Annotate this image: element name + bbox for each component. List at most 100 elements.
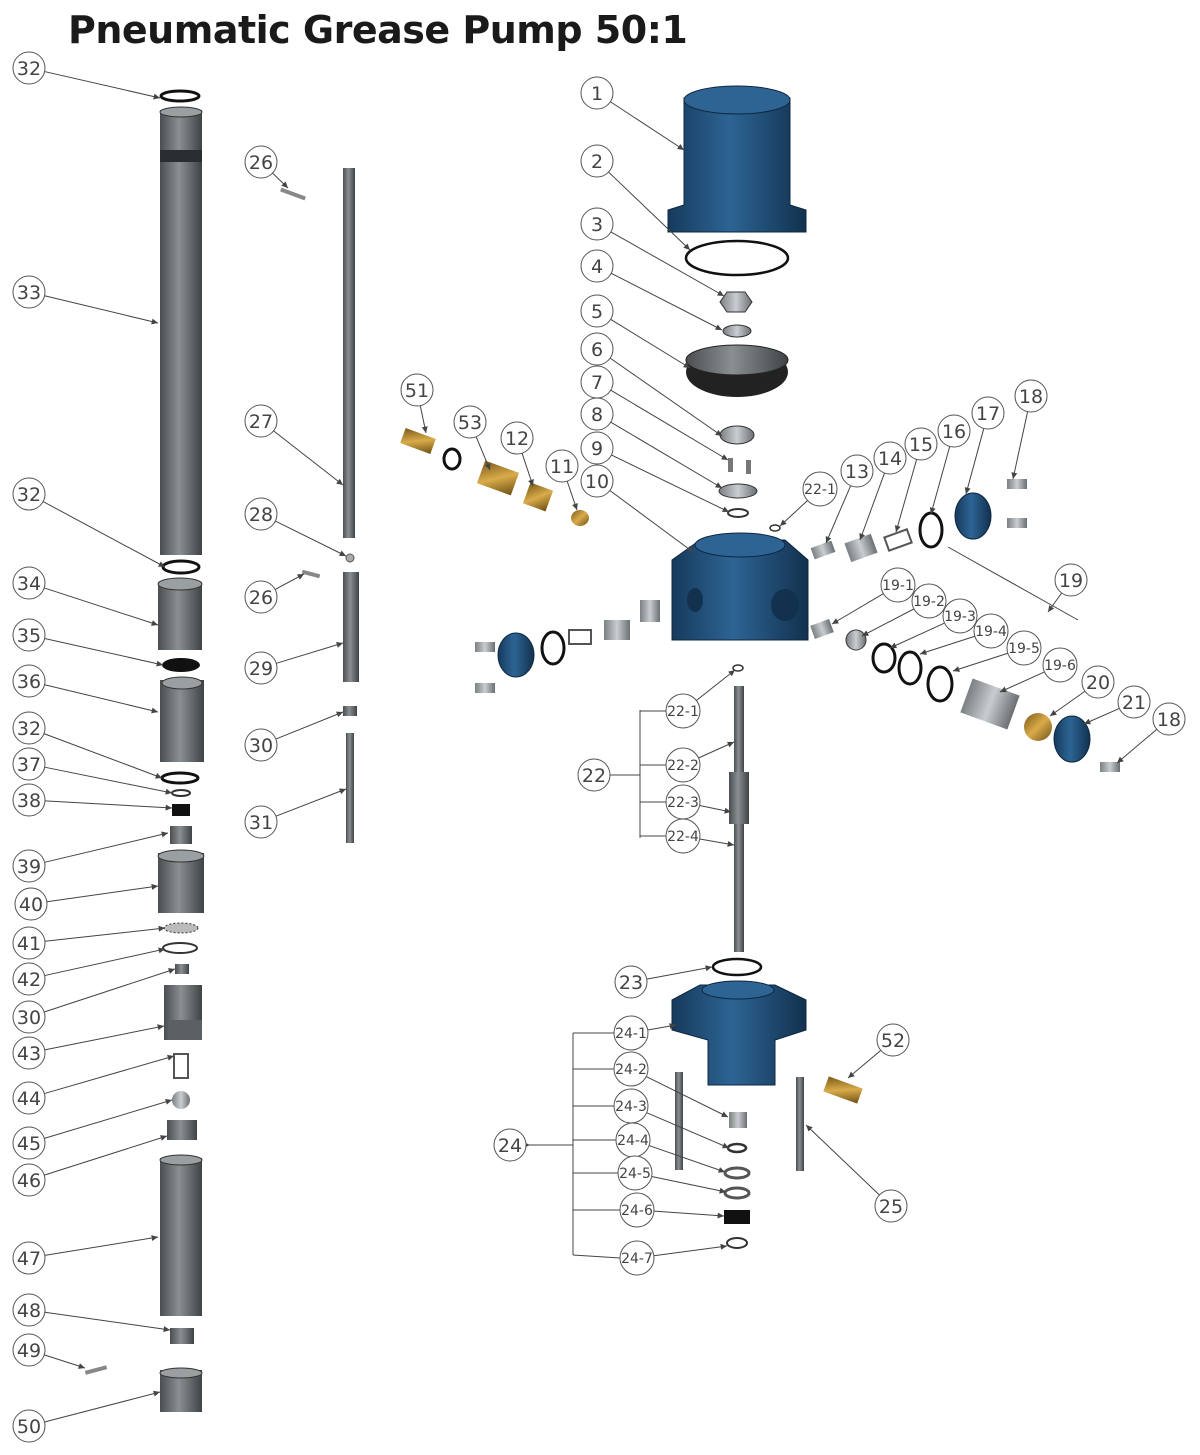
poppet-left [640,600,660,622]
callout-circle-4 [580,249,614,283]
callout-label-50: 50 [17,1416,41,1438]
leader-line [273,430,344,486]
callout-label-27: 27 [249,411,273,433]
callout-circle-19-3 [942,598,978,634]
leader-line [930,446,951,515]
pin-26-top [280,187,306,201]
callout-circle-27 [244,404,278,438]
leader-line [825,485,852,544]
callout-label-36: 36 [17,671,41,693]
callout-label-19-4: 19-4 [975,624,1007,640]
callout-label-46: 46 [17,1170,41,1192]
callout-circle-30 [244,728,278,762]
callout-circle-10 [580,464,614,498]
leader-line [276,642,344,664]
callout-circle-28 [244,497,278,531]
callout-circle-15 [904,427,938,461]
leader-arrowhead [677,144,684,150]
leader-arrowhead [1084,718,1091,725]
callout-circle-49 [12,1333,46,1367]
callout-label-14: 14 [878,448,902,470]
middle-column-parts [280,168,359,843]
leader-arrowhead [1000,686,1007,693]
leader-line [805,1124,880,1196]
leader-arrowhead [728,670,735,677]
callout-circle-26 [244,145,278,179]
leader-line [610,421,723,489]
fitting-51 [400,428,436,454]
leader-arrowhead [336,641,343,648]
callout-circle-32 [12,51,46,85]
callout-label-49: 49 [17,1340,41,1362]
ball-45 [172,1091,190,1109]
leader-arrowhead [168,968,175,974]
part-39 [170,826,192,844]
callout-label-19-5: 19-5 [1008,641,1040,657]
cartridge-19-6 [960,678,1020,730]
leader-line [44,927,166,942]
callout-circle-40 [14,887,48,921]
pin-26-low [301,569,321,579]
callout-label-6: 6 [591,339,603,361]
callout-label-24-5: 24-5 [619,1166,651,1182]
callout-circle-8 [580,397,614,431]
page-title: Pneumatic Grease Pump 50:1 [68,8,688,52]
leader-arrowhead [953,666,960,672]
screw-7a [728,458,733,472]
callout-label-19-1: 19-1 [882,578,914,594]
callout-label-24-4: 24-4 [617,1133,649,1149]
leader-arrowhead [160,1135,167,1141]
leader-line [275,788,347,817]
callout-circle-5 [580,294,614,328]
leader-line [611,272,723,331]
ring-9 [727,508,749,518]
callout-label-24-2: 24-2 [615,1062,647,1078]
callout-layer: 3233323435363237383940414230434445464748… [12,51,1186,1443]
part-13 [810,540,836,560]
fitting-53 [476,460,520,496]
callout-circle-1 [580,76,614,110]
disc-11 [571,510,589,526]
leader-arrowhead [421,426,428,433]
seal-38 [172,804,190,816]
leader-arrowhead [722,1142,729,1149]
leader-arrowhead [705,965,712,972]
disc-20 [1024,713,1052,741]
callout-circle-33 [12,275,46,309]
sleeve-22-3 [729,772,749,824]
leader-arrowhead [158,925,165,932]
callout-label-12: 12 [505,428,529,450]
plug-48 [170,1328,194,1344]
callout-circle-17 [971,396,1005,430]
o-ring-32-low [160,771,200,785]
callout-circle-43 [12,1036,46,1070]
callout-circle-52 [876,1023,910,1057]
part-19-1 [810,619,834,639]
callout-label-53: 53 [458,412,482,434]
callout-circle-48 [12,1293,46,1327]
leader-line [919,635,975,655]
callout-circle-39 [12,849,46,883]
leader-arrowhead [78,1363,85,1369]
o-ring-23 [711,957,763,977]
leader-arrowhead [806,1125,813,1132]
nut-3 [719,291,753,313]
callout-label-30: 30 [17,1007,41,1029]
callout-circle-45 [12,1126,46,1160]
leader-arrowhead [281,181,288,188]
leader-arrowhead [890,642,897,649]
o-ring-19-4 [897,650,923,686]
shaft-assembly [729,664,749,952]
leader-line [44,800,173,809]
leader-line [44,968,176,1013]
leader-arrowhead [165,1098,172,1105]
leader-arrowhead [151,318,158,325]
leader-line [651,1175,727,1193]
leader-line [46,885,159,903]
callout-label-11: 11 [550,456,574,478]
ring-22-1-low [732,664,744,672]
o-ring-left [540,630,566,666]
callout-label-29: 29 [249,658,273,680]
leader-line [646,1076,729,1118]
callout-label-2: 2 [591,151,603,173]
